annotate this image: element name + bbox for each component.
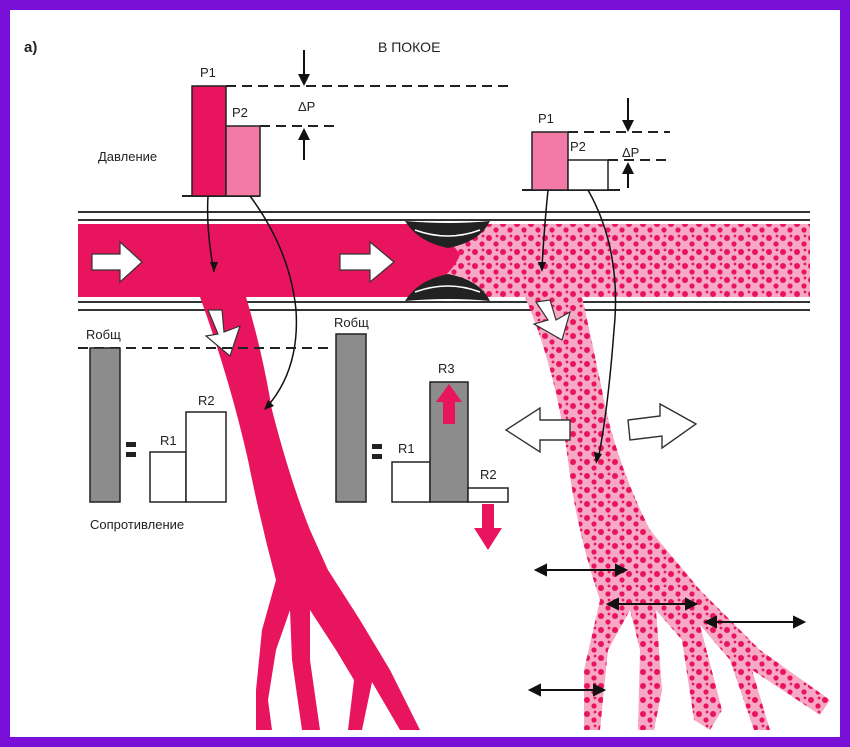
right-delta-p-label: ΔP — [622, 146, 639, 159]
right-r3-label: R3 — [438, 362, 455, 375]
left-r2-label: R2 — [198, 394, 215, 407]
diagram-title: В ПОКОЕ — [378, 40, 440, 54]
left-rtotal-bar — [90, 348, 120, 502]
left-p1-label: P1 — [200, 66, 216, 79]
left-delta-p-label: ΔP — [298, 100, 315, 113]
left-p1-bar — [192, 86, 226, 196]
resistance-label: Сопротивление — [90, 518, 184, 531]
r2-down-arrow — [474, 504, 502, 550]
right-p2-label: P2 — [570, 140, 586, 153]
panel-label: а) — [24, 40, 37, 55]
right-branch-vessel — [525, 297, 830, 730]
right-p1-label: P1 — [538, 112, 554, 125]
right-rtotal-bar — [336, 334, 366, 502]
left-r1-label: R1 — [160, 434, 177, 447]
diagram-panel: а) В ПОКОЕ Давление Сопротивление P1 P2 … — [10, 10, 840, 737]
main-vessel — [78, 212, 810, 310]
right-p2-bar — [568, 160, 608, 190]
left-rtotal-label: Rобщ — [86, 328, 121, 341]
dilation-arrow-left — [506, 408, 570, 452]
pressure-label: Давление — [98, 150, 157, 163]
right-r2-bar — [468, 488, 508, 502]
left-r1-bar — [150, 452, 186, 502]
right-r2-label: R2 — [480, 468, 497, 481]
left-p2-label: P2 — [232, 106, 248, 119]
blood-flow-diagram — [10, 10, 840, 737]
left-pressure-chart — [182, 50, 510, 196]
right-p1-bar — [532, 132, 568, 190]
right-r1-bar — [392, 462, 430, 502]
left-p2-bar — [226, 126, 260, 196]
right-resistance-chart — [336, 334, 508, 550]
left-branch-vessel — [200, 297, 420, 730]
right-r1-label: R1 — [398, 442, 415, 455]
left-r2-bar — [186, 412, 226, 502]
dilation-arrow-right — [628, 404, 696, 448]
right-rtotal-label: Rобщ — [334, 316, 369, 329]
